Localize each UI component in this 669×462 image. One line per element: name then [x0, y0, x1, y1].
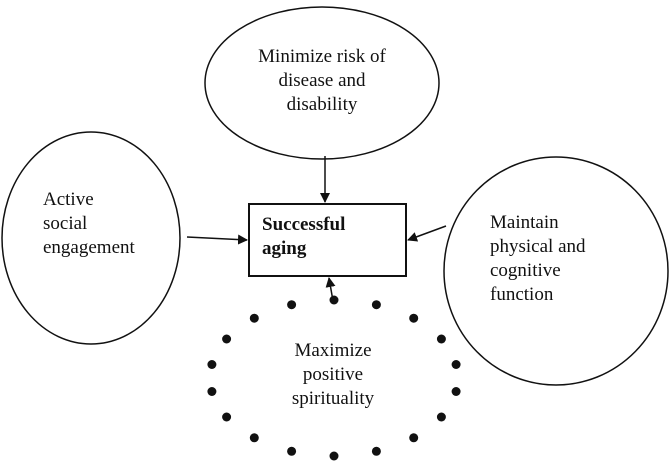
- ring-dot: [207, 360, 217, 369]
- left-node-line-3: engagement: [43, 237, 135, 258]
- center-node-box: [248, 203, 407, 277]
- right-node-line-4: function: [490, 284, 554, 305]
- bottom-node-line-1: Maximize: [294, 340, 372, 361]
- top-node-line-3: disability: [286, 94, 358, 115]
- ring-dot: [287, 300, 297, 310]
- bottom-node-text: Maximize positive spirituality: [273, 339, 393, 411]
- ring-dot: [436, 412, 446, 422]
- ring-dot: [207, 387, 217, 396]
- right-node-line-2: physical and: [490, 236, 586, 257]
- ring-dot: [371, 300, 381, 310]
- bottom-node-line-3: spirituality: [291, 388, 375, 409]
- ring-dot: [222, 412, 232, 422]
- right-node-line-1: Maintain: [490, 212, 559, 233]
- left-node-line-2: social: [43, 213, 88, 234]
- ring-dot: [329, 295, 339, 305]
- ring-dot: [287, 446, 297, 456]
- ring-dot: [451, 360, 461, 369]
- top-node-line-2: disease and: [278, 70, 366, 91]
- top-node-text: Minimize risk of disease and disability: [241, 45, 403, 117]
- ring-dot: [436, 334, 446, 344]
- arrow-left-to-center: [186, 234, 248, 245]
- left-node-ellipse: [1, 131, 181, 345]
- bottom-node-dotted-ring: [207, 295, 461, 461]
- bottom-node-line-2: positive: [302, 364, 364, 385]
- right-node-ellipse: [443, 156, 669, 386]
- center-node-text: Successful aging: [262, 213, 402, 261]
- ring-dot: [409, 313, 419, 323]
- right-node-line-3: cognitive: [490, 260, 561, 281]
- ring-dot: [409, 433, 419, 443]
- right-node-text: Maintain physical and cognitive function: [490, 211, 620, 307]
- ring-dot: [329, 451, 339, 461]
- ring-dot: [451, 387, 461, 396]
- ring-dot: [371, 446, 381, 456]
- left-node-line-1: Active: [43, 189, 94, 210]
- arrow-right-to-center: [407, 225, 447, 242]
- center-node-line-1: Successful: [262, 214, 346, 235]
- top-node-line-1: Minimize risk of: [258, 46, 386, 67]
- ring-dot: [222, 334, 232, 344]
- ring-dot: [249, 313, 259, 323]
- center-node-line-2: aging: [262, 238, 307, 259]
- left-node-text: Active social engagement: [43, 188, 173, 260]
- top-node-ellipse: [204, 6, 440, 160]
- ring-dot: [249, 433, 259, 443]
